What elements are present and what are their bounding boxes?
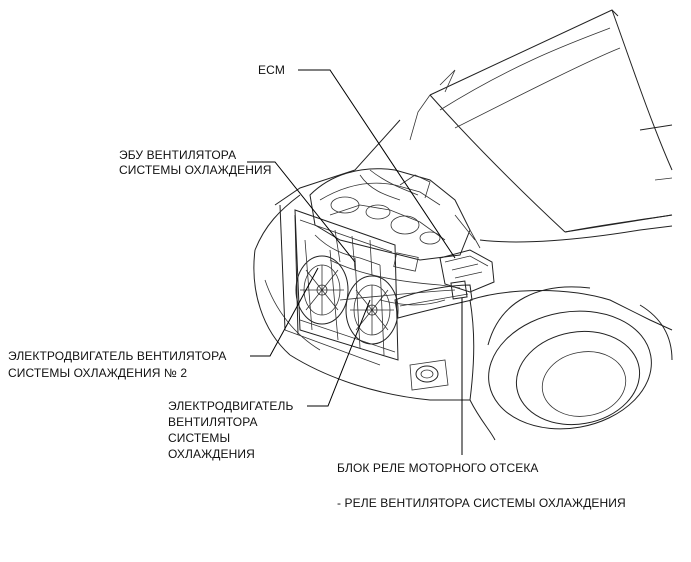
label-fan-motor-line1: ЭЛЕКТРОДВИГАТЕЛЬ [168,399,294,413]
radiator-fans [294,209,399,361]
label-fan-motor2-line2: СИСТЕМЫ ОХЛАЖДЕНИЯ № 2 [8,366,188,380]
label-fan-motor-line3: СИСТЕМЫ [168,431,231,445]
label-fan-motor2-line1: ЭЛЕКТРОДВИГАТЕЛЬ ВЕНТИЛЯТОРА [8,349,227,363]
leader-lines [247,69,463,455]
label-fan-ecu-line1: ЭБУ ВЕНТИЛЯТОРА [119,148,237,162]
label-fan-motor-line2: ВЕНТИЛЯТОРА [168,415,258,429]
leader-fan-ecu [247,161,356,263]
leader-fan-motor [307,299,371,407]
leader-fan-motor-2 [250,267,319,357]
label-relay-block: БЛОК РЕЛЕ МОТОРНОГО ОТСЕКА [337,461,539,475]
label-fan-motor-line4: ОХЛАЖДЕНИЯ [168,447,255,461]
label-relay-item: - РЕЛЕ ВЕНТИЛЯТОРА СИСТЕМЫ ОХЛАЖДЕНИЯ [337,496,626,510]
car-body [253,9,673,441]
engine-bay [309,168,495,306]
label-fan-ecu-line2: СИСТЕМЫ ОХЛАЖДЕНИЯ [119,163,272,177]
leader-ecm [298,69,456,259]
label-ecm: ECM [258,63,285,77]
